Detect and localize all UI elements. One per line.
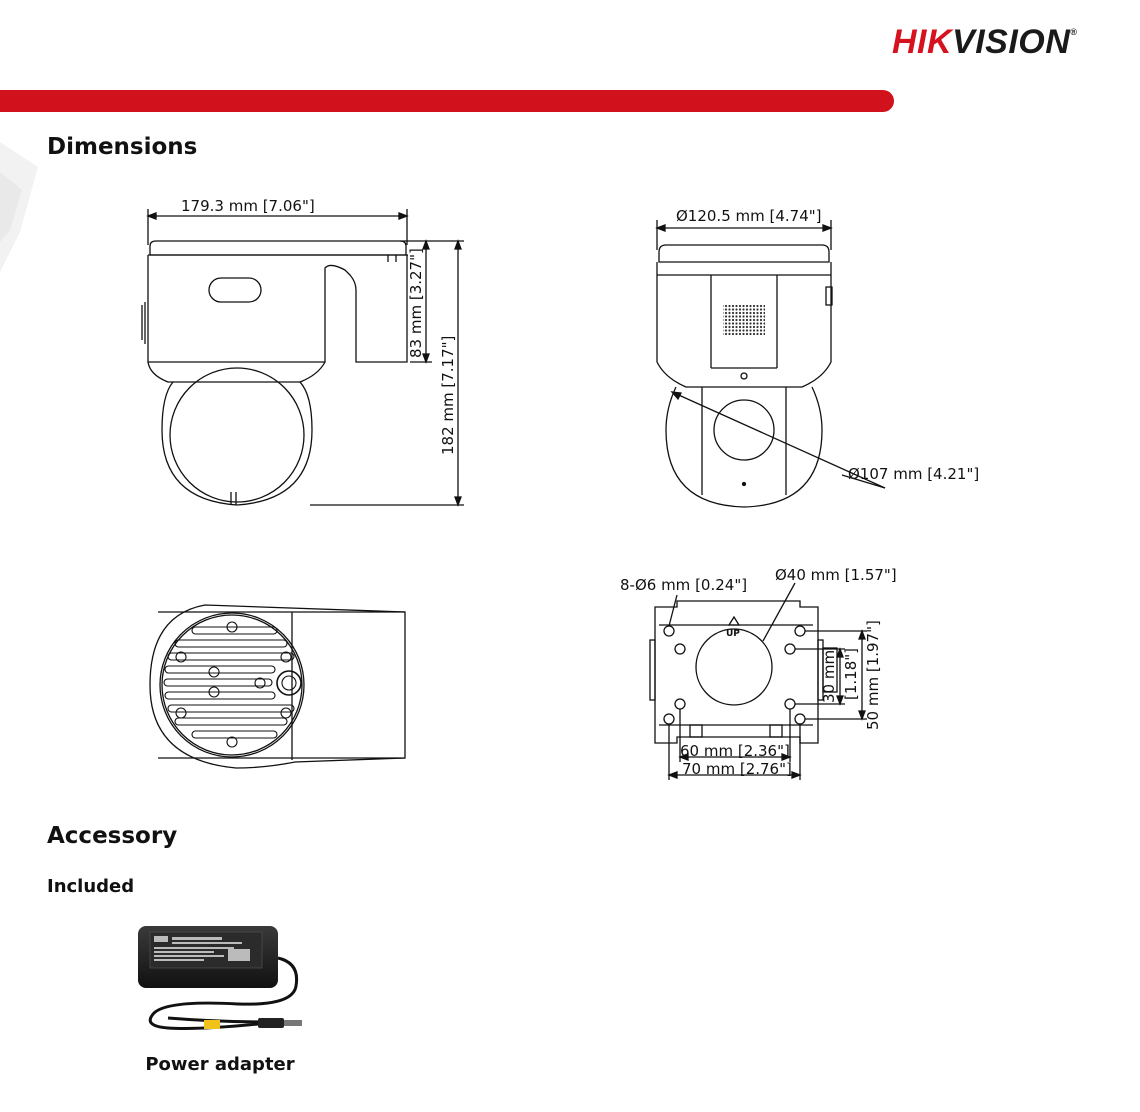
mount-holes-label: 8-Ø6 mm [0.24"] <box>620 576 747 594</box>
mount-h-outer-label: 70 mm [2.76"] <box>682 760 792 778</box>
bottom-view-drawing <box>149 604 406 769</box>
logo-text-red: HIK <box>892 23 953 61</box>
side-width-label: 179.3 mm [7.06"] <box>181 197 315 215</box>
front-view-drawing <box>655 220 886 508</box>
side-total-height-label: 182 mm [7.17"] <box>439 336 457 455</box>
dimension-drawings: 179.3 mm [7.06"] 83 mm [3.27"] 182 mm [7… <box>141 197 979 780</box>
mount-center-hole-label: Ø40 mm [1.57"] <box>775 566 897 584</box>
accessory-heading: Accessory <box>47 823 178 849</box>
logo-text-dark: VISION <box>952 23 1071 61</box>
hikvision-logo: HIKVISION® <box>892 20 1122 64</box>
included-heading: Included <box>47 876 135 897</box>
power-adapter-caption: Power adapter <box>145 1054 295 1075</box>
power-adapter-image <box>138 926 302 1030</box>
mount-plate-drawing <box>649 582 867 780</box>
brand-red-bar <box>0 90 894 112</box>
registered-mark: ® <box>1070 27 1078 37</box>
bottom-view-fins <box>163 621 302 748</box>
mount-v-outer-label: 50 mm [1.97"] <box>864 620 882 730</box>
front-diameter-label: Ø120.5 mm [4.74"] <box>676 207 822 225</box>
mount-h-inner-label: 60 mm [2.36"] <box>680 742 790 760</box>
dimensions-heading: Dimensions <box>47 134 198 160</box>
mount-v-inner-mm: 30 mm <box>820 650 838 703</box>
mount-up-marker: UP <box>726 629 740 639</box>
mount-v-inner-in: [1.18"] <box>842 648 860 700</box>
side-view-drawing <box>141 209 464 507</box>
dome-diameter-label: Ø107 mm [4.21"] <box>848 465 979 483</box>
side-upper-height-label: 83 mm [3.27"] <box>407 248 425 358</box>
background-watermark-shape <box>0 142 38 272</box>
